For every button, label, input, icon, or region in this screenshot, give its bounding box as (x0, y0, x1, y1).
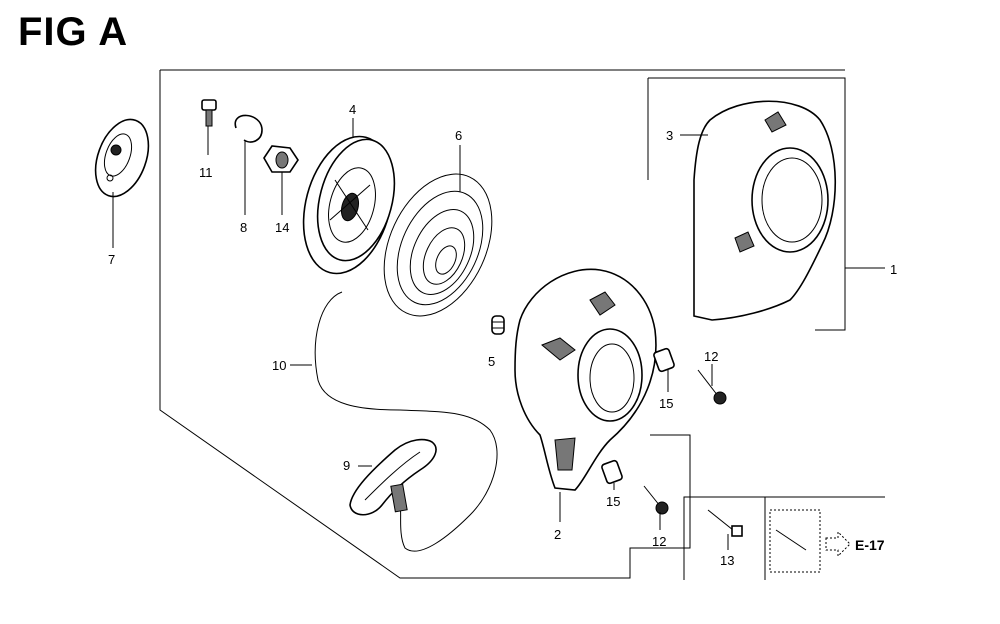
reference-panel (683, 496, 885, 580)
screw-lower (643, 485, 669, 530)
starter-reel (302, 118, 396, 275)
subassembly-box (648, 77, 846, 331)
callout-12-lower: 12 (652, 534, 666, 549)
figure-title: FIG A (18, 10, 129, 54)
callout-12-upper: 12 (704, 349, 718, 364)
spring-clip (234, 114, 263, 215)
callout-15-lower: 15 (606, 494, 620, 509)
collar-lower (601, 459, 623, 490)
callout-10: 10 (272, 358, 286, 373)
fan-cover (680, 100, 837, 321)
screw-upper (697, 364, 727, 405)
starter-handle (349, 438, 437, 516)
callout-14: 14 (275, 220, 289, 235)
callout-1: 1 (890, 262, 897, 277)
callout-9: 9 (343, 458, 350, 473)
starter-rope (290, 291, 498, 552)
collar-upper (653, 347, 675, 392)
callout-13: 13 (720, 553, 734, 568)
bolt (201, 99, 217, 155)
callout-3: 3 (666, 128, 673, 143)
callout-7: 7 (108, 252, 115, 267)
callout-4: 4 (349, 102, 356, 117)
callout-6: 6 (455, 128, 462, 143)
callout-2: 2 (554, 527, 561, 542)
assembly-boundary (159, 70, 691, 579)
ratchet (263, 145, 299, 215)
reference-label[interactable]: E-17 (855, 537, 885, 553)
small-spring (491, 315, 505, 335)
starter-case (514, 268, 657, 522)
callout-15-upper: 15 (659, 396, 673, 411)
recoil-spring (383, 145, 493, 317)
callout-5: 5 (488, 354, 495, 369)
callout-11: 11 (199, 165, 213, 180)
pulley-plate (94, 118, 150, 248)
callout-8: 8 (240, 220, 247, 235)
